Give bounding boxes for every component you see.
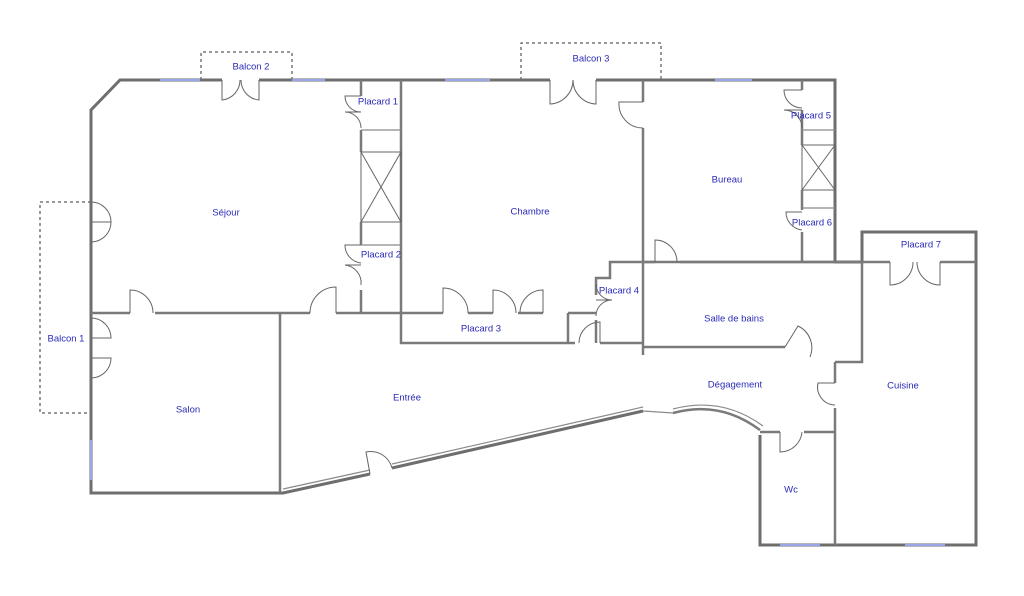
- door: [779, 431, 803, 453]
- label-placard-2: Placard 2: [361, 250, 401, 261]
- door: [365, 451, 393, 475]
- door: [90, 317, 112, 339]
- balcon-3-outline: [520, 42, 662, 80]
- label-placard-7: Placard 7: [901, 240, 941, 251]
- label-placard-1: Placard 1: [358, 97, 398, 108]
- door: [785, 211, 803, 231]
- door: [595, 299, 613, 317]
- door: [572, 79, 597, 105]
- label-degagement: Dégagement: [708, 380, 763, 391]
- door: [492, 289, 517, 314]
- door: [344, 111, 362, 129]
- label-salon: Salon: [176, 405, 200, 416]
- label-wc: Wc: [784, 485, 798, 496]
- door: [916, 261, 941, 286]
- label-placard-4: Placard 4: [599, 286, 639, 297]
- label-entree: Entrée: [393, 393, 421, 404]
- door: [129, 289, 154, 314]
- wall: [642, 410, 674, 414]
- doors: [90, 79, 941, 475]
- door: [654, 239, 678, 263]
- label-placard-5: Placard 5: [791, 111, 831, 122]
- interior-walls: [91, 80, 976, 545]
- balcon-2-outline: [200, 51, 293, 80]
- outer-wall: [89, 78, 978, 547]
- door: [90, 201, 112, 223]
- balconies: [39, 42, 662, 414]
- label-balcon-3: Balcon 3: [573, 54, 610, 65]
- door: [784, 325, 813, 358]
- door: [90, 221, 112, 243]
- label-cuisine: Cuisine: [887, 381, 919, 392]
- door: [618, 101, 644, 129]
- door: [595, 283, 613, 301]
- label-sejour: Séjour: [212, 208, 239, 219]
- door: [90, 357, 112, 379]
- curved-wall: [672, 404, 764, 427]
- door: [783, 89, 803, 109]
- windows: [90, 79, 945, 546]
- door: [309, 286, 337, 314]
- label-chambre: Chambre: [510, 207, 549, 218]
- label-placard-3: Placard 3: [461, 324, 501, 335]
- door: [344, 244, 362, 264]
- door: [344, 264, 362, 286]
- door: [240, 79, 260, 101]
- wall: [594, 260, 643, 343]
- wall: [399, 313, 643, 345]
- door: [783, 109, 803, 129]
- door: [889, 261, 914, 286]
- wall: [282, 406, 644, 490]
- balcon-1-outline: [39, 201, 91, 414]
- door: [578, 321, 601, 344]
- shaft-left: [360, 151, 402, 223]
- label-balcon-2: Balcon 2: [233, 62, 270, 73]
- door: [817, 382, 836, 406]
- door: [442, 287, 469, 314]
- label-bureau: Bureau: [712, 175, 743, 186]
- door: [519, 289, 544, 314]
- room-labels: Balcon 2 Balcon 3 Placard 1 Placard 5 Bu…: [48, 54, 942, 496]
- label-balcon-1: Balcon 1: [48, 334, 85, 345]
- label-salle-de-bains: Salle de bains: [704, 314, 764, 325]
- door: [221, 79, 241, 101]
- curved-wall: [672, 407, 761, 432]
- label-placard-6: Placard 6: [792, 218, 832, 229]
- door: [549, 79, 574, 105]
- shaft-right: [801, 144, 836, 191]
